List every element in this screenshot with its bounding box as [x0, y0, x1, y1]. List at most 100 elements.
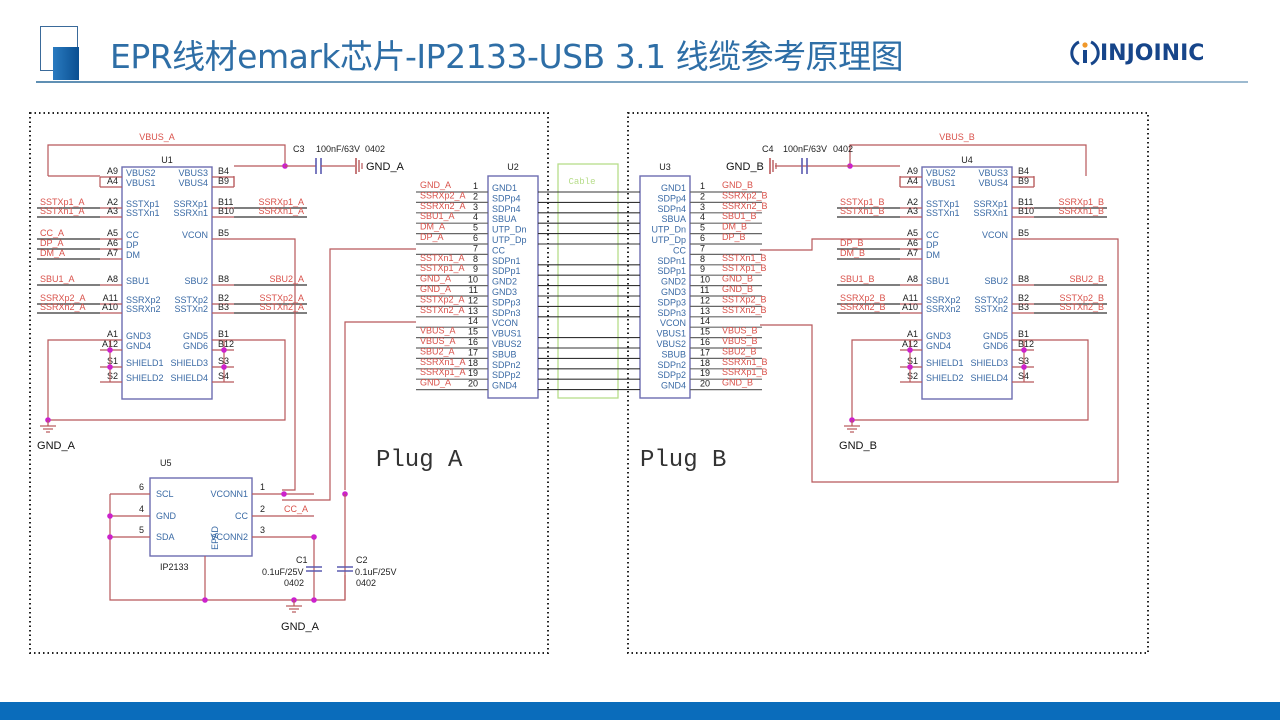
- pin-number: A4: [907, 176, 918, 186]
- pin-number: 2: [260, 504, 265, 514]
- pin-number: 3: [260, 525, 265, 535]
- pin-number: B4: [218, 166, 229, 176]
- net-label: SSTXp2_A: [420, 294, 465, 304]
- title-divider: [36, 81, 1248, 83]
- pin-number: A11: [103, 293, 118, 303]
- junction-dot: [1021, 364, 1027, 370]
- c2-package: 0402: [356, 578, 376, 588]
- pin-number: 13: [468, 306, 478, 316]
- epad-label: EPAD: [210, 526, 220, 550]
- net-label: DP_A: [420, 232, 444, 242]
- pin-number: 15: [468, 327, 478, 337]
- pin-name: DP: [126, 240, 139, 250]
- pin-name: SSTXn1: [126, 208, 160, 218]
- net-label: VBUS_B: [722, 326, 758, 336]
- pin-number: S1: [107, 356, 118, 366]
- net-label: SBU2_A: [420, 346, 455, 356]
- net-label: SSTXn2_A: [420, 305, 465, 315]
- pin-number: 5: [700, 223, 705, 233]
- pin-name: VBUS2: [126, 168, 156, 178]
- c1-value: 0.1uF/25V: [262, 567, 304, 577]
- net-label: VBUS_A: [420, 326, 456, 336]
- net-label: GND_A: [420, 284, 451, 294]
- pin-name: SDPp4: [492, 193, 521, 203]
- pin-name: GND: [156, 511, 177, 521]
- ground-label: GND_B: [839, 440, 877, 452]
- pin-number: B11: [218, 197, 233, 207]
- net-label: SSRXn1_B: [722, 357, 768, 367]
- pin-name: VCONN2: [210, 532, 248, 542]
- pin-number: B12: [1018, 339, 1034, 349]
- pin-number: 3: [700, 202, 705, 212]
- pin-number: 4: [700, 212, 705, 222]
- pin-number: 18: [468, 358, 478, 368]
- pin-number: A10: [102, 302, 118, 312]
- paddle-body: [487, 175, 539, 399]
- pin-number: 9: [700, 264, 705, 274]
- vcon-a-route: [234, 238, 296, 491]
- plug-a-boundary: [29, 112, 549, 654]
- net-label: SBU1_B: [722, 211, 757, 221]
- pin-number: B2: [1018, 293, 1029, 303]
- pin-number: 15: [700, 327, 710, 337]
- pin-number: 6: [473, 233, 478, 243]
- net-label: DP_A: [40, 238, 64, 248]
- c1-package: 0402: [284, 578, 304, 588]
- pin-name: VBUS1: [656, 329, 686, 339]
- footer-bar: [0, 702, 1280, 720]
- pin-number: 17: [700, 347, 710, 357]
- pin-name: SSTXp1: [126, 199, 160, 209]
- pin-name: DM: [126, 250, 140, 260]
- pin-number: B9: [218, 176, 229, 186]
- pin-name: GND5: [183, 331, 208, 341]
- c4-value: 100nF/63V: [783, 144, 827, 154]
- net-label: GND_A: [420, 180, 451, 190]
- chip-ref: U4: [961, 155, 973, 165]
- pin-name: GND2: [661, 277, 686, 287]
- pin-number: 16: [468, 337, 478, 347]
- junction-dot: [907, 364, 913, 370]
- vbus-a-loop: [47, 144, 286, 176]
- pin-name: SBU1: [126, 276, 150, 286]
- pin-number: S2: [907, 371, 918, 381]
- pin-number: 20: [700, 379, 710, 389]
- pin-number: A8: [907, 274, 918, 284]
- pin-number: A6: [907, 238, 918, 248]
- c3-value: 100nF/63V: [316, 144, 360, 154]
- junction-dot: [1021, 347, 1027, 353]
- pin-name: SSTXn2: [974, 304, 1008, 314]
- pin-name: SHIELD1: [926, 358, 964, 368]
- pin-number: 8: [700, 254, 705, 264]
- junction-dot: [107, 364, 113, 370]
- pin-name: VBUS2: [926, 168, 956, 178]
- net-label: SBU1_B: [840, 274, 875, 284]
- c2-ref: C2: [356, 555, 368, 565]
- pin-number: 1: [473, 181, 478, 191]
- pin-number: S2: [107, 371, 118, 381]
- net-label: DM_A: [40, 248, 65, 258]
- chip-ref: U1: [161, 155, 173, 165]
- pin-name: SSTXn1: [926, 208, 960, 218]
- pin-number: A6: [107, 238, 118, 248]
- pin-name: SDPn3: [492, 308, 521, 318]
- pin-number: B12: [218, 339, 234, 349]
- net-label: SSTXp1_A: [40, 197, 85, 207]
- pin-number: A8: [107, 274, 118, 284]
- pin-number: A5: [107, 228, 118, 238]
- pin-number: B1: [218, 329, 229, 339]
- pin-name: SDPn4: [657, 204, 686, 214]
- c1-ref: C1: [296, 555, 308, 565]
- pin-number: B4: [1018, 166, 1029, 176]
- net-label: DM_A: [420, 222, 445, 232]
- pin-name: SBU2: [984, 276, 1008, 286]
- net-label: SSTXp1_B: [722, 263, 767, 273]
- net-label: SBU2_B: [722, 346, 757, 356]
- paddle-body: [639, 175, 691, 399]
- net-label: SSRXp2_A: [40, 293, 86, 303]
- pin-name: GND3: [126, 331, 151, 341]
- pin-name: VBUS3: [178, 168, 208, 178]
- plug-b-boundary: [627, 112, 1149, 654]
- pin-number: 2: [473, 191, 478, 201]
- pin-number: 14: [700, 316, 710, 326]
- ground-label: GND_A: [37, 440, 76, 452]
